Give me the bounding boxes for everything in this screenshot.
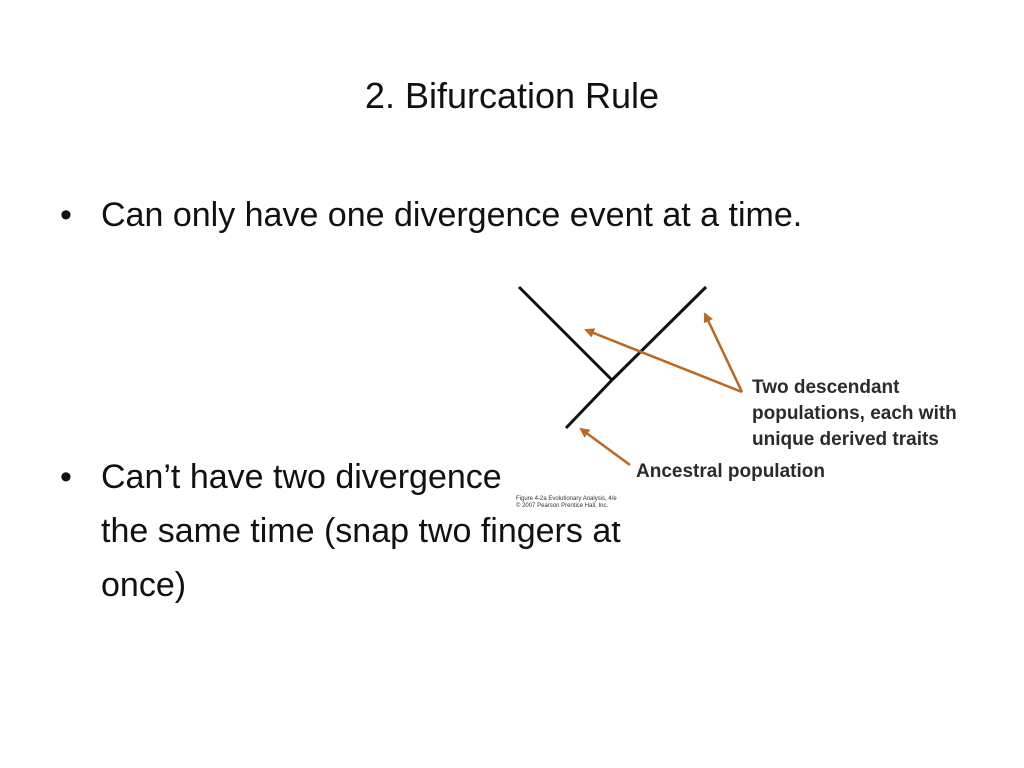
label-line: populations, each with <box>752 403 957 424</box>
bullet-text: Can only have one divergence event at a … <box>101 196 803 234</box>
ancestral-population-label: Ancestral population <box>636 461 825 482</box>
figure-credit: Figure 4-2a Evolutionary Analysis, 4/e ©… <box>516 496 617 510</box>
credit-line: Figure 4-2a Evolutionary Analysis, 4/e <box>516 496 617 502</box>
label-line: Two descendant <box>752 377 900 398</box>
bifurcation-figure: Two descendant populations, each with un… <box>508 272 1008 522</box>
arrow-to-ancestral <box>579 427 631 467</box>
credit-line: © 2007 Pearson Prentice Hall, Inc. <box>516 503 609 509</box>
descendant-populations-label: Two descendant populations, each with un… <box>752 375 957 453</box>
bullet-item-one-divergence: • Can only have one divergence event at … <box>60 188 960 242</box>
slide-title: 2. Bifurcation Rule <box>364 75 660 116</box>
left-descendant-branch <box>517 285 614 382</box>
arrow-to-right-descendant <box>703 312 744 393</box>
label-line: unique derived traits <box>752 429 939 450</box>
ancestral-branch <box>564 378 614 430</box>
arrow-to-left-descendant <box>584 328 743 394</box>
bullet-dot: • <box>60 458 72 496</box>
bifurcation-tree-diagram <box>517 285 744 467</box>
right-descendant-branch <box>610 285 708 382</box>
bullet-dot: • <box>60 196 72 234</box>
